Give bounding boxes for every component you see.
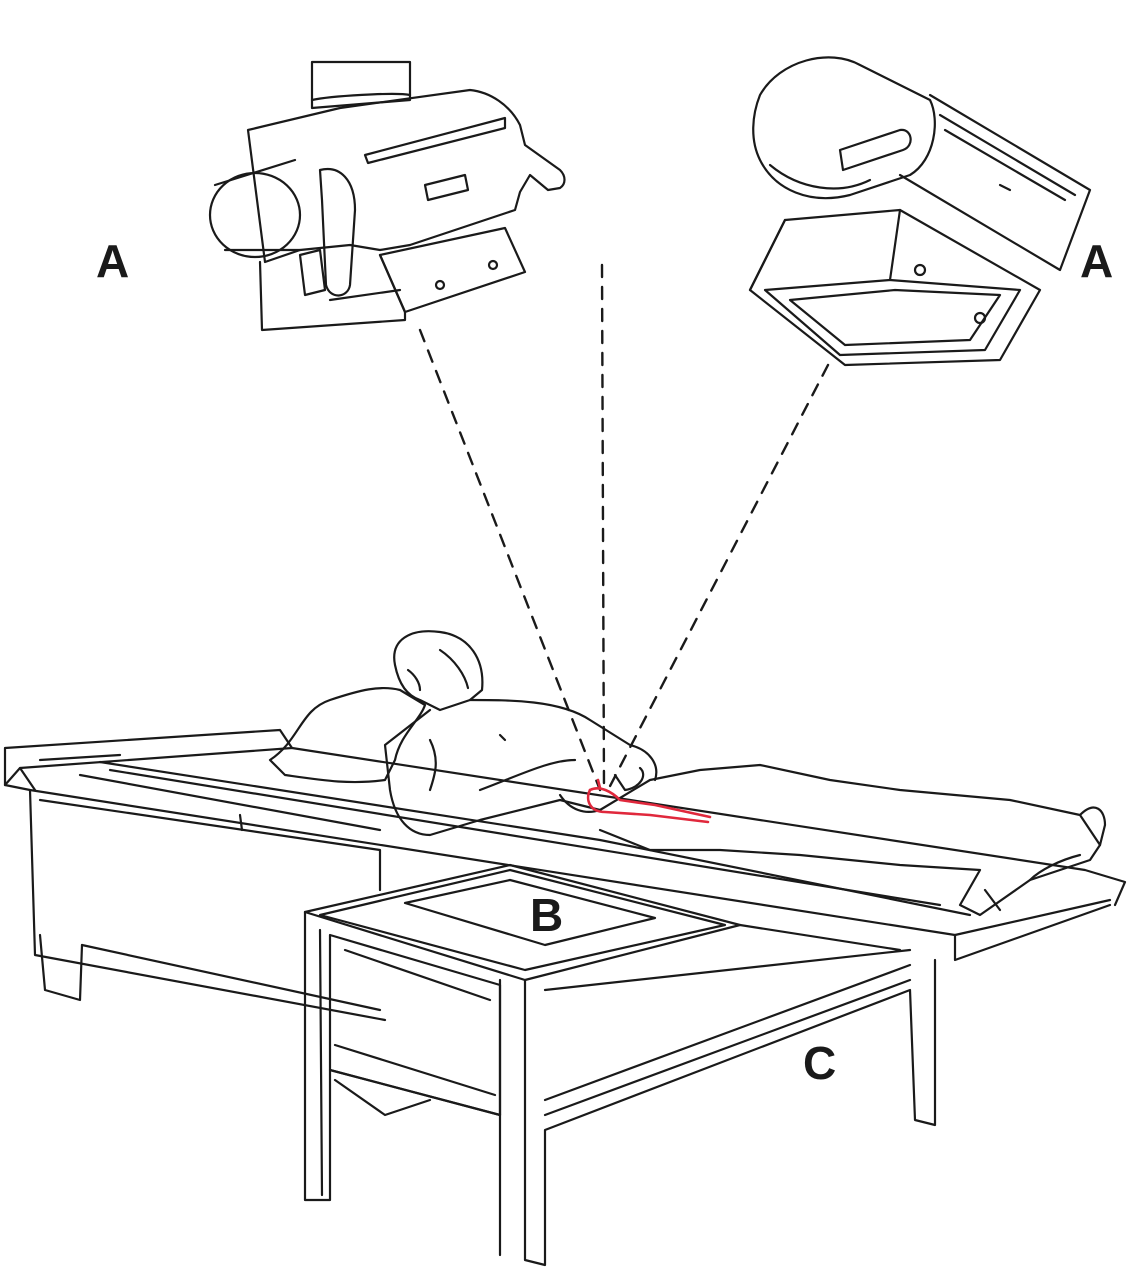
label-a-right: A — [1080, 235, 1114, 287]
label-c: C — [803, 1037, 837, 1089]
xray-beam-lines — [420, 265, 828, 790]
patient-table — [5, 730, 1125, 1115]
femoral-vessel — [588, 780, 710, 822]
label-b: B — [530, 889, 564, 941]
pillow — [270, 688, 425, 782]
right-image-intensifier-head — [750, 57, 1090, 365]
left-xray-tube-head — [210, 62, 565, 330]
label-a-left: A — [96, 235, 130, 287]
patient — [385, 631, 1105, 915]
imaging-cart — [305, 865, 935, 1265]
